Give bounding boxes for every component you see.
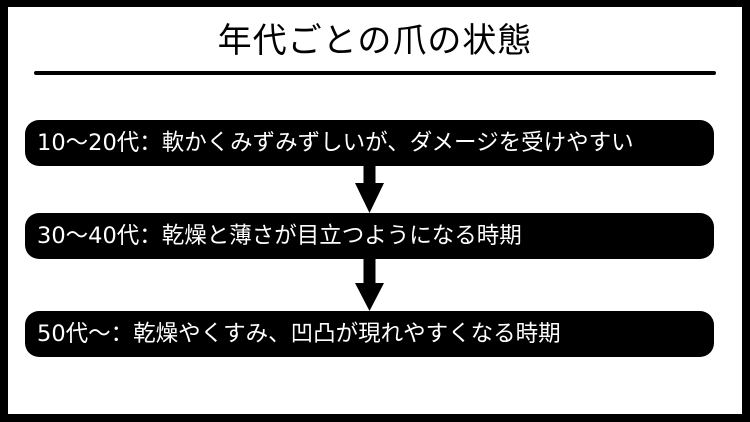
stage-box-50s-plus: 50代〜：乾燥やくすみ、凹凸が現れやすくなる時期	[25, 311, 714, 357]
stage-label: 50代〜：乾燥やくすみ、凹凸が現れやすくなる時期	[37, 321, 561, 347]
stage-box-30-40s: 30〜40代：乾燥と薄さが目立つようになる時期	[25, 213, 714, 259]
stage-box-10-20s: 10〜20代：軟かくみずみずしいが、ダメージを受けやすい	[25, 120, 714, 166]
diagram-title: 年代ごとの爪の状態	[217, 21, 533, 61]
arrow-down-icon	[355, 259, 384, 311]
title-underline-divider	[34, 71, 716, 75]
stage-label: 30〜40代：乾燥と薄さが目立つようになる時期	[37, 223, 522, 249]
arrow-down-icon	[355, 166, 384, 213]
stage-label: 10〜20代：軟かくみずみずしいが、ダメージを受けやすい	[37, 130, 634, 156]
